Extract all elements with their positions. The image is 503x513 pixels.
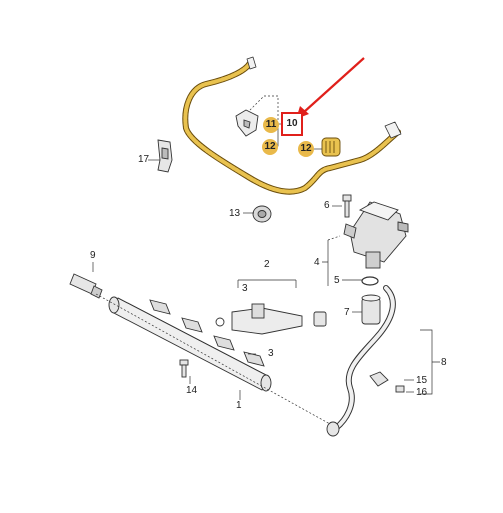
callout-3-upper[interactable]: 3 — [242, 283, 248, 294]
pressure-sensor — [69, 273, 103, 299]
callout-12-badge-left[interactable]: 12 — [262, 139, 278, 155]
grommet — [252, 205, 272, 223]
leader-lines — [92, 95, 440, 425]
callout-16[interactable]: 16 — [416, 387, 428, 398]
callout-13[interactable]: 13 — [229, 208, 241, 219]
o-ring — [361, 276, 379, 286]
callout-12-badge-right[interactable]: 12 — [298, 141, 314, 157]
rail-bolt — [179, 359, 189, 378]
hose-clamp — [321, 137, 341, 157]
callout-1[interactable]: 1 — [236, 400, 242, 411]
callout-10-text: 10 — [286, 118, 298, 129]
callout-17[interactable]: 17 — [138, 154, 150, 165]
callout-10-highlighted[interactable]: 10 — [281, 112, 303, 136]
highlight-arrow — [296, 57, 365, 119]
callout-2[interactable]: 2 — [264, 259, 270, 270]
hose-clip — [235, 109, 259, 137]
callout-9[interactable]: 9 — [90, 250, 96, 261]
pump-sleeve — [361, 294, 381, 325]
callout-14[interactable]: 14 — [186, 385, 198, 396]
callout-5[interactable]: 5 — [334, 275, 340, 286]
callout-11-badge[interactable]: 11 — [263, 117, 279, 133]
callout-6[interactable]: 6 — [324, 200, 330, 211]
braided-vent-hose — [182, 56, 402, 195]
bolt — [342, 194, 352, 218]
fuel-rail — [108, 296, 272, 392]
line-clip — [369, 371, 405, 393]
callout-8[interactable]: 8 — [441, 357, 447, 368]
high-pressure-pump — [343, 201, 409, 269]
callout-3-lower[interactable]: 3 — [268, 348, 274, 359]
fuel-injector — [215, 303, 327, 335]
high-pressure-fuel-line — [326, 285, 396, 437]
hose-bracket — [157, 139, 173, 173]
callout-15[interactable]: 15 — [416, 375, 428, 386]
callout-4[interactable]: 4 — [314, 257, 320, 268]
callout-7[interactable]: 7 — [344, 307, 350, 318]
